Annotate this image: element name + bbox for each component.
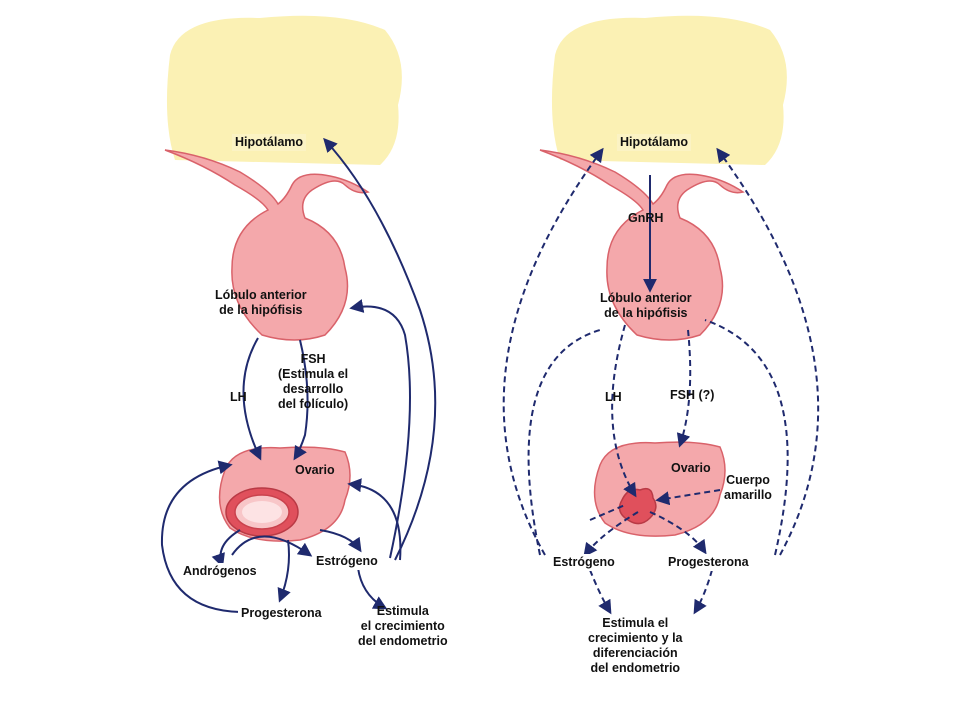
right-ovary (593, 441, 726, 537)
left-arrow-estrogen-to-hypothalamus (323, 137, 437, 561)
right-effect-label-line4: del endometrio (590, 661, 681, 675)
left-estrogen-label: Estrógeno (313, 553, 381, 570)
right-gnrh-label: GnRH (628, 211, 664, 225)
right-arrow-pituitary-to-ovary-fsh (676, 329, 692, 448)
right-arrow-corpus-to-progesterone (649, 511, 707, 555)
left-arrow-pituitary-to-ovary-fsh (293, 339, 309, 461)
right-arrow-progesterone-to-pituitary (704, 319, 789, 556)
left-arrow-pituitary-to-ovary-lh (242, 337, 262, 461)
right-pituitary-label-line2: de la hipófisis (604, 306, 688, 320)
left-follicle-inner (242, 501, 282, 523)
right-arrow-corpus-label-link (655, 489, 721, 506)
right-corpus-label-line1: Cuerpo (726, 473, 770, 487)
left-lh-label: LH (230, 390, 247, 404)
left-pituitary-label-line1: Lóbulo anterior (215, 288, 307, 302)
right-arrow-progesterone-to-hypothalamus (716, 147, 820, 556)
right-arrow-estrogen-to-hypothalamus (502, 147, 604, 556)
left-arrow-progesterone-to-ovary (160, 460, 241, 613)
left-arrow-estrogen-to-ovary (347, 478, 402, 561)
right-corpus-label: Cuerpo amarillo (724, 473, 772, 503)
right-effect-label-line1: Estimula el (602, 616, 669, 630)
left-pituitary-label: Lóbulo anterior de la hipófisis (215, 288, 307, 318)
left-arrow-estrogen-to-pituitary (349, 299, 411, 559)
right-effect-label-line3: diferenciación (592, 646, 678, 660)
left-androgens-label: Andrógenos (180, 563, 260, 580)
right-arrow-estrogen-to-pituitary (527, 329, 601, 556)
left-fsh-label-line3: desarrollo (282, 382, 344, 396)
right-pituitary-label: Lóbulo anterior de la hipófisis (600, 291, 692, 321)
right-corpus-label-line2: amarillo (724, 488, 772, 502)
left-arrow-estrogen-to-endometrium (357, 567, 388, 610)
right-hypothalamus-region (551, 15, 787, 166)
left-arrow-ovary-to-progesterone (277, 539, 291, 603)
right-estrogen-label: Estrógeno (550, 554, 618, 571)
right-progesterone-label: Progesterona (665, 554, 752, 571)
right-arrow-ovary-link (589, 504, 626, 521)
right-hypothalamus-label: Hipotálamo (617, 134, 692, 151)
left-effect-label-line3: del endometrio (358, 634, 448, 648)
left-fsh-label-line2: (Estimula el (278, 367, 349, 381)
left-hypothalamus-region (166, 15, 402, 166)
right-arrow-corpus-to-estrogen (583, 511, 639, 558)
right-corpus-luteum (618, 487, 657, 525)
right-effect-label-line2: crecimiento y la (588, 631, 683, 645)
left-arrow-ovary-to-estrogen (319, 529, 362, 553)
right-pituitary-label-line1: Lóbulo anterior (600, 291, 692, 305)
left-fsh-label-line4: del folículo) (278, 397, 349, 411)
left-hypothalamus-label: Hipotálamo (232, 134, 307, 151)
right-arrow-pituitary-to-ovary-lh (611, 324, 637, 498)
left-fsh-label: FSH (Estimula el desarrollo del folículo… (278, 352, 348, 412)
left-effect-label-line2: el crecimiento (360, 619, 445, 633)
left-arrow-androgens-to-estrogen (231, 535, 313, 557)
right-lh-label: LH (605, 390, 622, 404)
left-pituitary-label-line2: de la hipófisis (219, 303, 303, 317)
left-ovary-label: Ovario (295, 463, 335, 477)
right-ovary-label: Ovario (671, 461, 711, 475)
right-panel (502, 15, 820, 615)
right-effect-label: Estimula el crecimiento y la diferenciac… (588, 616, 683, 676)
left-effect-label-line1: Estimula (376, 604, 429, 618)
right-arrow-estrogen-to-endometrium (589, 569, 612, 615)
left-pituitary-gland (164, 149, 370, 341)
left-progesterone-label: Progesterona (238, 605, 325, 622)
right-pituitary-gland (539, 149, 745, 341)
left-arrow-ovary-to-androgens (211, 529, 241, 568)
left-fsh-label-line1: FSH (300, 352, 326, 366)
left-effect-label: Estimula el crecimiento del endometrio (358, 604, 448, 649)
right-fsh-label: FSH (?) (670, 388, 715, 402)
left-panel (160, 15, 437, 613)
right-arrow-progesterone-to-endometrium (693, 569, 713, 615)
